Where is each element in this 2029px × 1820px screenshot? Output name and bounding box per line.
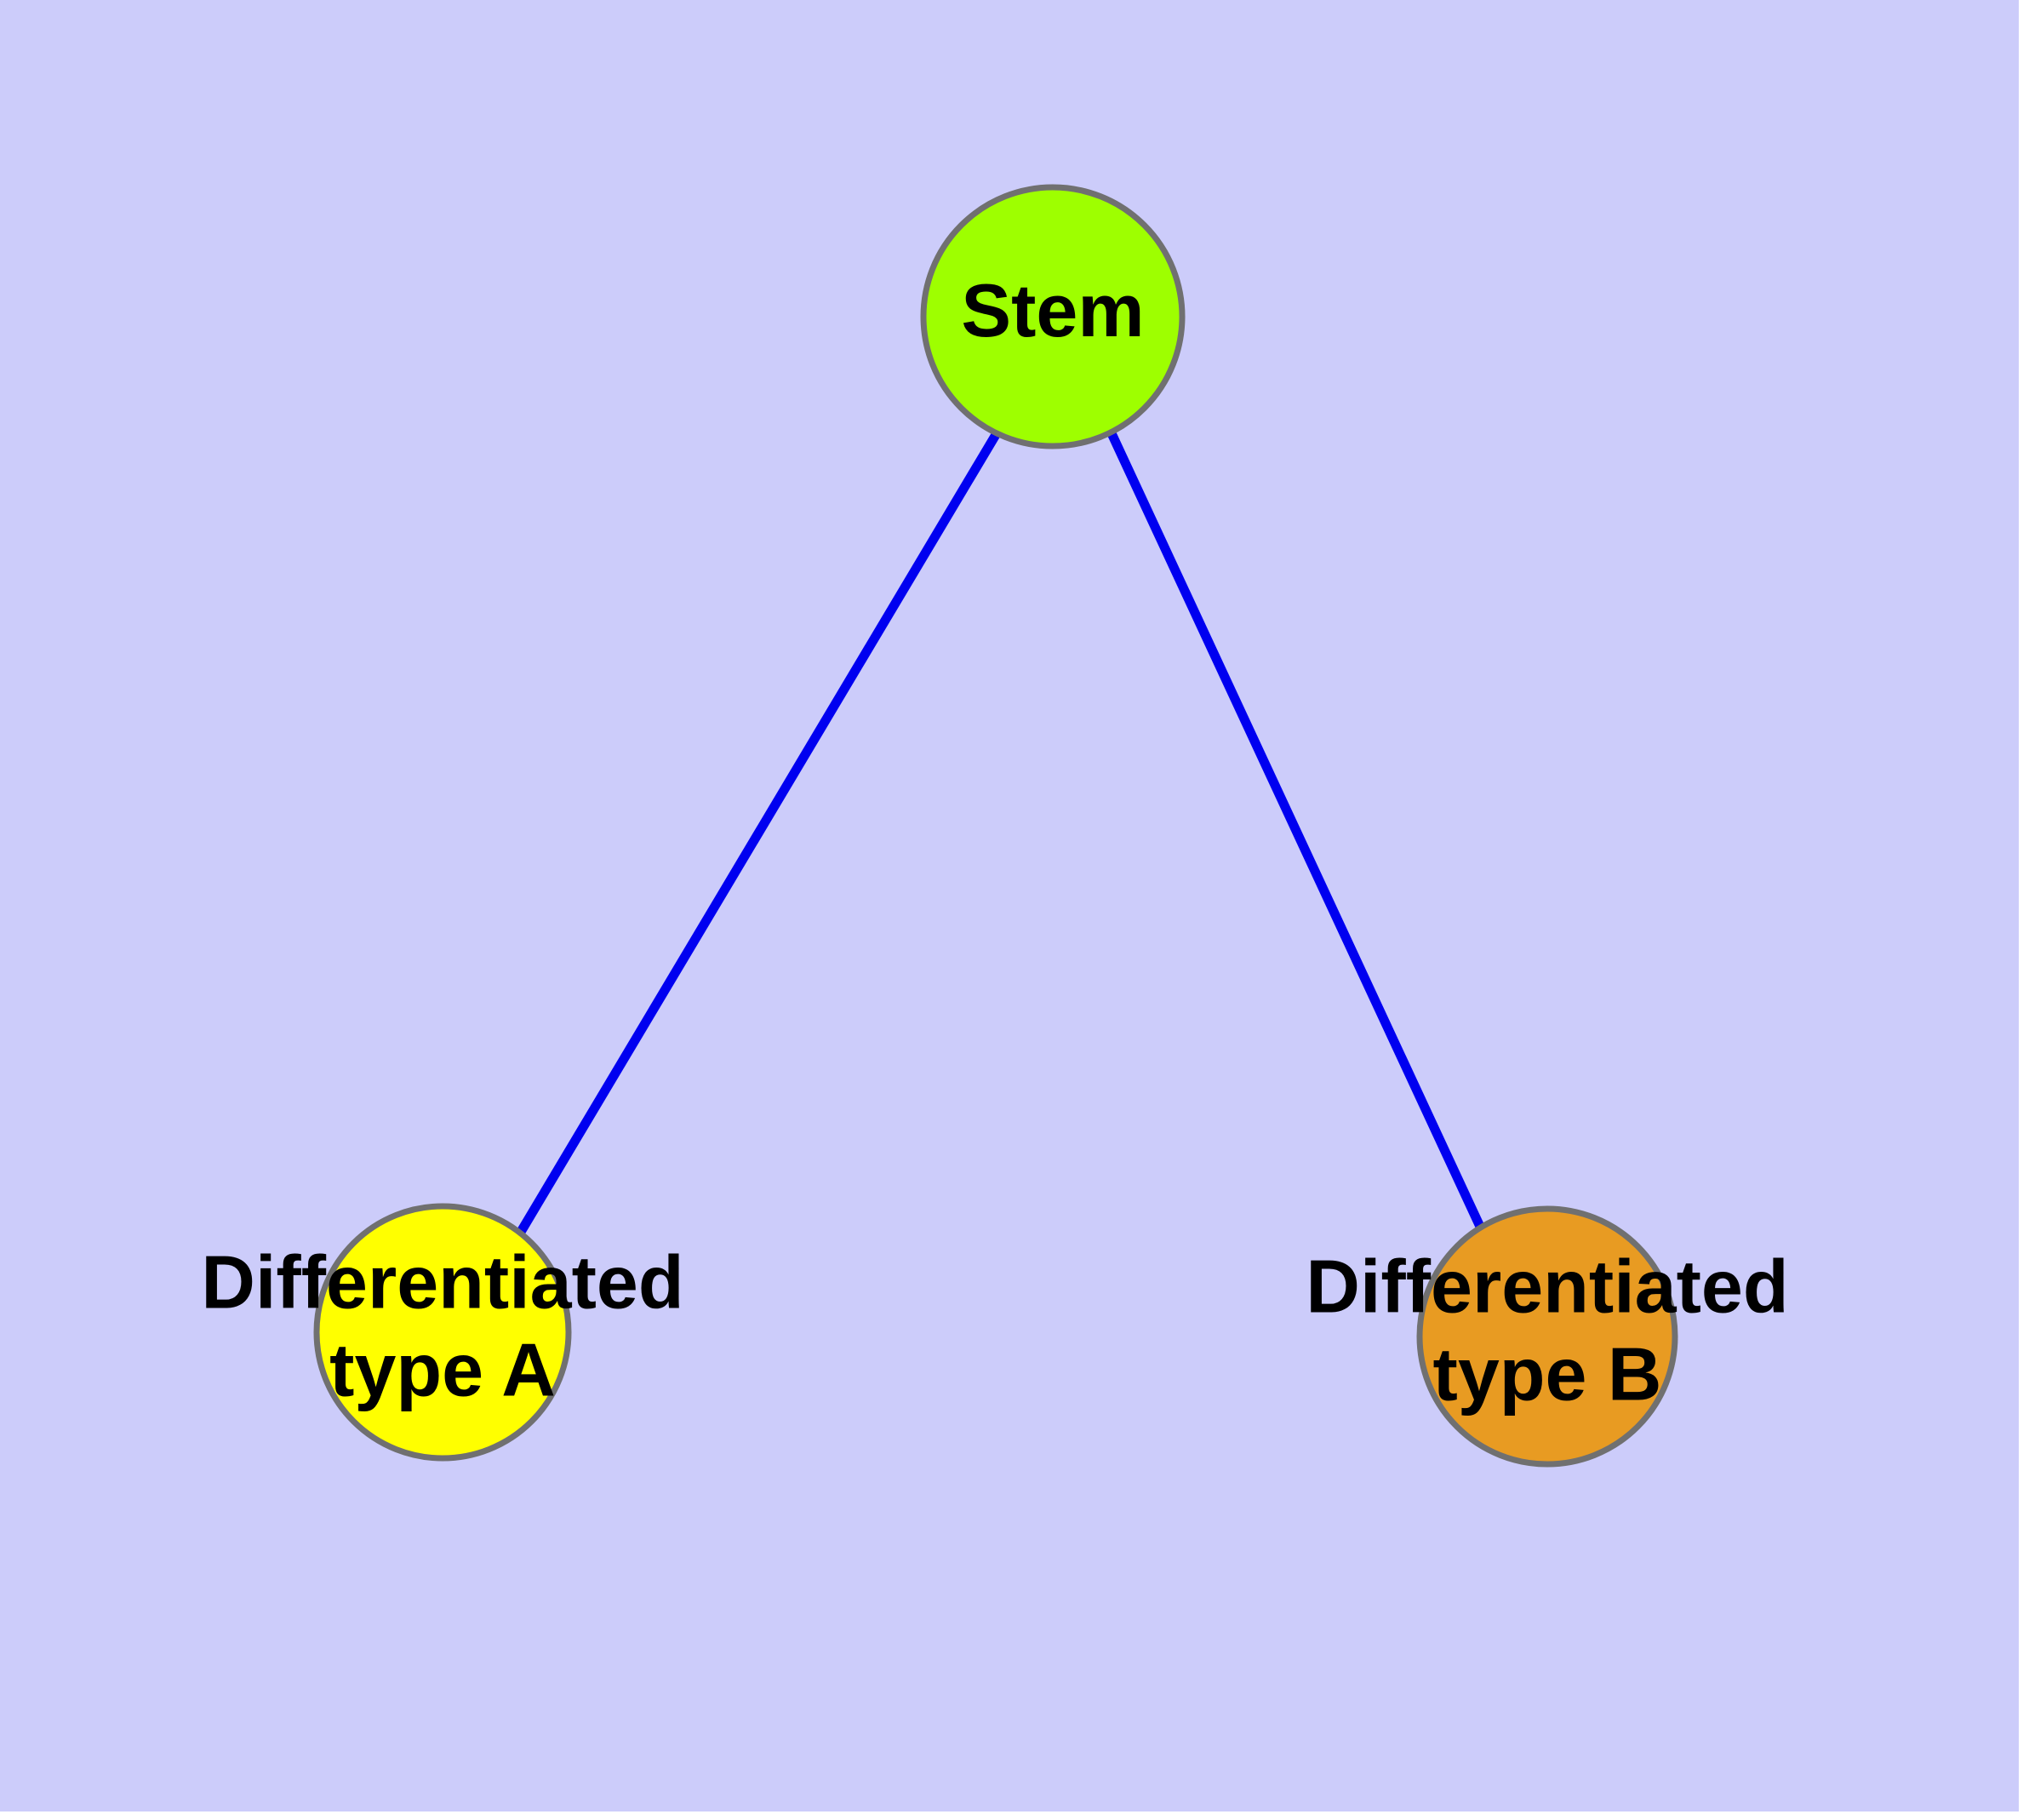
edge-stem-to-differentiated-type-a[interactable] <box>517 431 1001 1234</box>
node-differentiated-type-b-circle[interactable] <box>1416 1205 1678 1468</box>
node-stem-circle[interactable] <box>920 184 1186 449</box>
node-differentiated-type-a[interactable] <box>313 1203 572 1462</box>
node-label-line: type A <box>329 1328 556 1412</box>
edge-stem-to-differentiated-type-b[interactable] <box>1107 431 1485 1231</box>
node-label-line: type B <box>1433 1332 1662 1417</box>
edges-layer <box>517 431 1485 1234</box>
node-label-line: Differentiated <box>201 1240 683 1325</box>
node-stem-label: Stem <box>961 268 1144 352</box>
node-label-line: Differentiated <box>1306 1245 1788 1329</box>
node-stem[interactable] <box>920 184 1186 449</box>
node-label-line: Stem <box>961 268 1144 352</box>
node-differentiated-type-b[interactable] <box>1416 1205 1678 1468</box>
node-differentiated-type-a-circle[interactable] <box>313 1203 572 1462</box>
nodes-layer <box>313 184 1678 1468</box>
